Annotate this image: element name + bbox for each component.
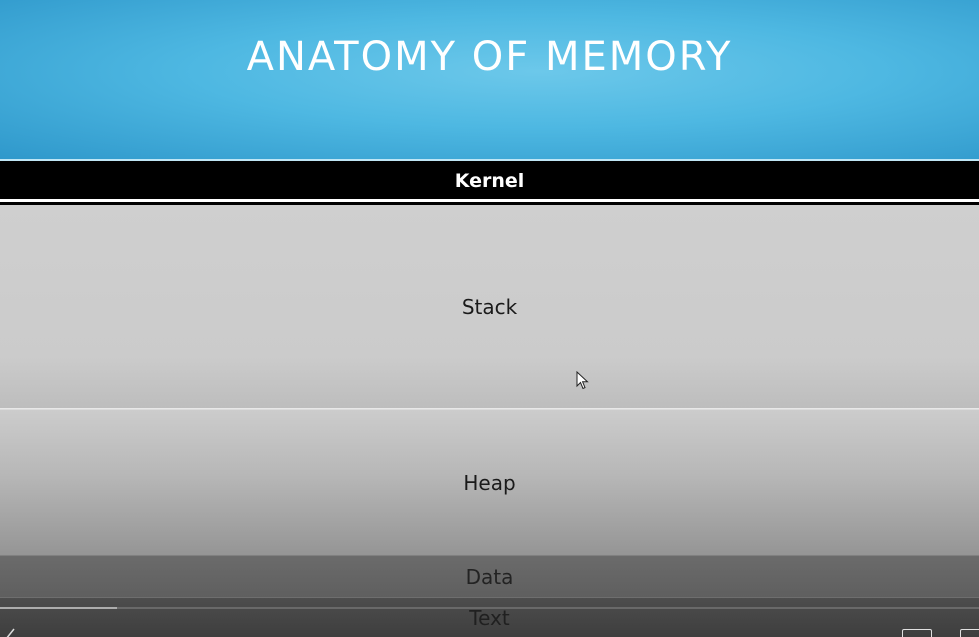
title-band: ANATOMY OF MEMORY <box>0 0 979 161</box>
kernel-label: Kernel <box>454 170 525 192</box>
kernel-segment: Kernel <box>0 163 979 202</box>
stack-label: Stack <box>461 294 518 319</box>
text-segment: Text <box>0 597 979 637</box>
data-label: Data <box>465 564 514 589</box>
heap-label: Heap <box>463 470 516 495</box>
mouse-pointer-icon <box>576 371 589 390</box>
data-segment: Data <box>0 555 979 597</box>
settings-icon[interactable] <box>960 629 979 637</box>
video-progress-bar[interactable] <box>0 607 979 609</box>
fullscreen-icon[interactable] <box>902 629 932 637</box>
video-progress-fill <box>0 607 118 609</box>
play-icon[interactable] <box>4 628 20 637</box>
text-label: Text <box>469 606 510 630</box>
heap-segment: Heap <box>0 409 979 555</box>
stack-segment: Stack <box>0 205 979 409</box>
slide-title: ANATOMY OF MEMORY <box>246 34 733 80</box>
